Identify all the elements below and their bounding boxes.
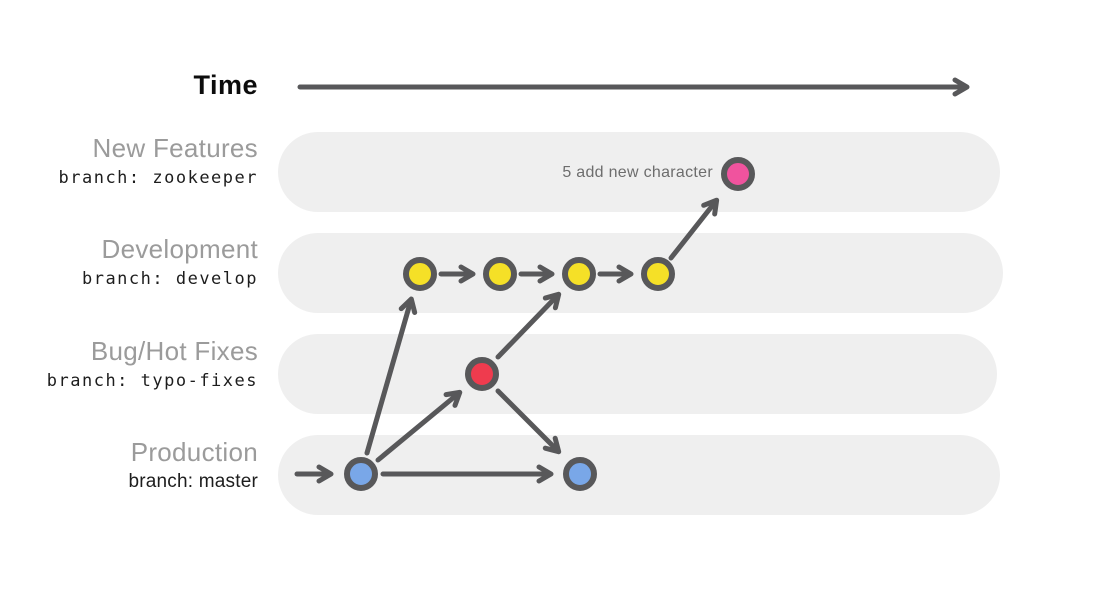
lane-label-production: Production branch: master — [128, 437, 258, 494]
commit-node-master-1 — [344, 457, 378, 491]
commit-message-label: 5 add new character — [562, 164, 713, 181]
branch-label-develop: branch: develop — [81, 269, 258, 289]
arrow-master-1-to-dev-1 — [364, 296, 418, 456]
lane-name-new-features: New Features — [92, 133, 258, 163]
arrow-dev-4-to-feat-1 — [668, 197, 720, 261]
arrow-fix-1-to-master-2 — [495, 388, 562, 455]
commit-node-fix-1 — [465, 357, 499, 391]
lane-name-bug-hot-fixes: Bug/Hot Fixes — [90, 336, 258, 366]
lane-name-production: Production — [130, 437, 258, 467]
branch-label-master: branch: master — [128, 471, 258, 492]
lane-name-development: Development — [101, 234, 258, 264]
arrow-fix-1-to-dev-3 — [495, 291, 562, 360]
lane-bug-hot-fixes — [278, 334, 997, 414]
lane-label-development: Development branch: develop — [82, 234, 258, 291]
lane-production — [278, 435, 1000, 515]
time-axis-label: Time — [193, 70, 258, 100]
commit-node-dev-3 — [562, 257, 596, 291]
commit-node-feat-1 — [721, 157, 755, 191]
lane-label-bug-hot-fixes: Bug/Hot Fixes branch: typo-fixes — [47, 336, 258, 393]
commit-node-dev-2 — [483, 257, 517, 291]
branch-label-zookeeper: branch: zookeeper — [58, 168, 258, 188]
commit-node-master-2 — [563, 457, 597, 491]
commit-node-dev-4 — [641, 257, 675, 291]
commit-node-dev-1 — [403, 257, 437, 291]
lane-label-new-features: New Features branch: zookeeper — [59, 133, 259, 190]
lane-development — [278, 233, 1003, 313]
lane-new-features — [278, 132, 1000, 212]
arrow-master-1-to-fix-1 — [375, 389, 463, 463]
branch-label-typo-fixes: branch: typo-fixes — [46, 371, 258, 391]
